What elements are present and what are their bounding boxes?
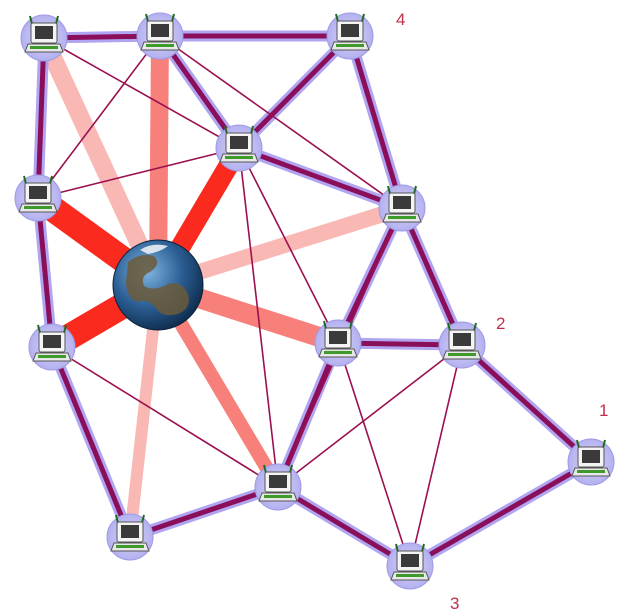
thin-link-ED	[37, 147, 240, 199]
laptop-node-m	[386, 542, 434, 590]
node-labels: 1 2 3 4	[396, 10, 608, 613]
thin-link-DH	[238, 147, 339, 344]
node-label-1: 1	[599, 401, 608, 420]
laptop-node-g	[28, 323, 76, 371]
laptop-node-l	[106, 513, 154, 561]
mesh-link-AE	[35, 35, 47, 201]
globe-continent	[126, 254, 189, 316]
laptop-node-h	[314, 319, 362, 367]
mesh-link-CD	[236, 33, 353, 151]
node-label-3: 3	[450, 594, 459, 613]
thin-link-BE	[37, 35, 161, 199]
mesh-link-MJ	[407, 459, 594, 569]
laptop-icon	[258, 464, 298, 502]
mesh-link-LK	[127, 484, 281, 540]
thin-link-IM	[409, 344, 463, 567]
thin-link-DK	[238, 147, 279, 488]
node-label-4: 4	[396, 10, 405, 29]
node-label-2: 2	[496, 314, 505, 333]
laptop-node-a	[20, 14, 68, 62]
laptop-icon	[110, 514, 150, 552]
mesh-link-EG	[35, 195, 55, 350]
laptop-icon	[330, 13, 370, 51]
laptop-icon	[24, 15, 64, 53]
mesh-link-CF	[347, 33, 405, 211]
laptop-icon	[382, 185, 422, 223]
laptop-icon	[318, 320, 358, 358]
laptop-node-f	[378, 184, 426, 232]
laptop-node-c	[326, 12, 374, 60]
laptop-node-i	[438, 321, 486, 369]
mesh-link-DF	[236, 145, 405, 211]
laptop-node-e	[14, 174, 62, 222]
hub-links	[25, 27, 410, 543]
thin-link-AD	[43, 37, 240, 149]
thin-link-GK	[51, 346, 279, 488]
mesh-link-IJ	[459, 342, 594, 465]
laptop-icon	[140, 13, 180, 51]
laptop-icon	[18, 175, 58, 213]
mesh-link-FI	[399, 205, 465, 348]
thin-link-BF	[159, 35, 403, 209]
laptop-icon	[390, 543, 430, 581]
globe-ice	[140, 244, 168, 254]
mesh-link-GL	[49, 344, 133, 540]
laptop-icon	[32, 324, 72, 362]
laptop-icon	[219, 125, 259, 163]
laptop-node-j	[567, 438, 615, 486]
laptop-nodes	[14, 12, 615, 590]
laptop-node-k	[254, 463, 302, 511]
laptop-node-b	[136, 12, 184, 60]
laptop-icon	[571, 439, 611, 477]
thin-link-HM	[337, 342, 411, 567]
hub	[112, 239, 204, 331]
laptop-icon	[442, 322, 482, 360]
mesh-link-KM	[275, 484, 413, 569]
thin-link-KI	[277, 344, 463, 488]
laptop-node-d	[215, 124, 263, 172]
